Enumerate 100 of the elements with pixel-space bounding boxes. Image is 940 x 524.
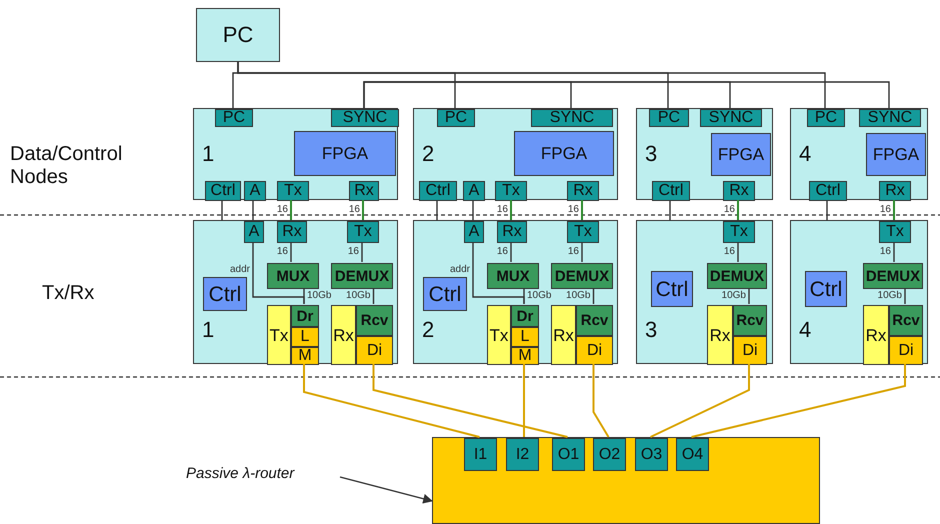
port-box: SYNC [700, 109, 762, 127]
port-box: O1 [552, 438, 585, 471]
port-box: A [464, 221, 484, 243]
circuit-box: DEMUX [863, 263, 923, 289]
edge-label: 16 [276, 247, 288, 257]
edge-label: 10Gb [346, 291, 370, 301]
edge-label: 16 [276, 205, 288, 215]
optics-block: Rx [331, 305, 356, 365]
edge-label: addr [230, 264, 250, 274]
circuit-box: DEMUX [551, 263, 613, 289]
node-number: 4 [799, 143, 812, 165]
signal-line [372, 364, 568, 438]
fpga-box: FPGA [514, 131, 614, 176]
optics-block: Rx [551, 305, 576, 365]
router-box [432, 437, 820, 524]
port-box: O3 [635, 438, 668, 471]
port-box: PC [807, 109, 845, 127]
signal-line [303, 364, 480, 438]
circuit-box: DEMUX [331, 263, 393, 289]
optical-element-box: L [511, 327, 539, 347]
optics-block: Rx [863, 305, 889, 365]
edge-label: 10Gb [878, 291, 902, 301]
signal-line [510, 200, 512, 220]
port-box: Tx [879, 221, 911, 243]
node-number: 4 [799, 319, 812, 341]
control-box: Ctrl [423, 277, 467, 311]
node-card [790, 108, 928, 200]
signal-line [826, 200, 828, 220]
port-box: O2 [593, 438, 626, 471]
port-box: Ctrl [809, 181, 847, 201]
optical-element-box: M [291, 347, 319, 365]
port-box: I2 [506, 438, 539, 471]
leader-line [340, 476, 433, 504]
edge-label: 16 [348, 205, 360, 215]
signal-line [290, 200, 292, 220]
port-box: Tx [567, 221, 599, 243]
node-card [413, 220, 618, 364]
optical-element-box: M [511, 347, 539, 365]
control-box: Ctrl [651, 271, 693, 307]
fpga-box: FPGA [866, 133, 926, 176]
node-number: 3 [645, 143, 658, 165]
edge-label: 16 [496, 247, 508, 257]
signal-line [372, 288, 374, 304]
optical-element-box: Di [356, 336, 393, 365]
circuit-box: Rcv [733, 305, 767, 336]
edge-label: 10Gb [527, 291, 552, 301]
signal-line [303, 288, 305, 304]
node-number: 2 [422, 143, 434, 165]
signal-line [691, 364, 906, 438]
edge-label: 16 [568, 205, 579, 215]
router-caption: Passive λ-router [186, 462, 336, 484]
signal-line [893, 200, 895, 220]
circuit-box: Dr [511, 305, 539, 327]
node-number: 3 [645, 319, 658, 341]
row-label: Tx/Rx [42, 282, 96, 305]
port-box: Ctrl [205, 181, 241, 201]
port-box: A [244, 221, 264, 243]
port-box: Rx [723, 181, 755, 201]
port-box: Ctrl [419, 181, 457, 201]
signal-line [904, 288, 906, 304]
fpga-box: FPGA [711, 133, 771, 176]
port-box: Tx [495, 181, 527, 201]
node-card [790, 220, 928, 364]
edge-label: 16 [724, 247, 735, 257]
signal-line [650, 364, 750, 438]
edge-label: 10Gb [722, 291, 746, 301]
signal-line [737, 242, 739, 262]
edge-label: 16 [348, 247, 359, 257]
edge-label: 16 [724, 205, 735, 215]
signal-line [748, 288, 750, 304]
node-card [413, 108, 618, 200]
signal-line [436, 200, 438, 220]
node-number: 1 [202, 143, 214, 165]
port-box: SYNC [531, 109, 613, 127]
node-number: 1 [202, 319, 214, 341]
node-card [636, 220, 773, 364]
edge-label: 10Gb [307, 291, 332, 301]
port-box: Tx [347, 221, 379, 243]
signal-line [361, 242, 363, 262]
port-box: Ctrl [652, 181, 690, 201]
signal-line [363, 81, 890, 108]
signal-line [362, 200, 364, 220]
port-box: O4 [676, 438, 709, 471]
circuit-box: MUX [267, 263, 319, 289]
circuit-box: Dr [291, 305, 319, 327]
signal-line [669, 200, 671, 220]
circuit-box: DEMUX [707, 263, 767, 289]
port-box: SYNC [331, 109, 399, 127]
port-box: PC [215, 109, 253, 127]
edge-label: 16 [568, 247, 579, 257]
control-box: Ctrl [203, 277, 247, 311]
optical-element-box: Di [889, 336, 923, 365]
optical-element-box: Di [733, 336, 767, 365]
signal-line [221, 200, 223, 220]
port-box: Tx [723, 221, 755, 243]
port-box: A [463, 181, 485, 201]
signal-line [737, 200, 739, 220]
circuit-box: Rcv [576, 305, 613, 336]
port-box: SYNC [859, 109, 921, 127]
row-label: Data/Control Nodes [10, 143, 124, 189]
